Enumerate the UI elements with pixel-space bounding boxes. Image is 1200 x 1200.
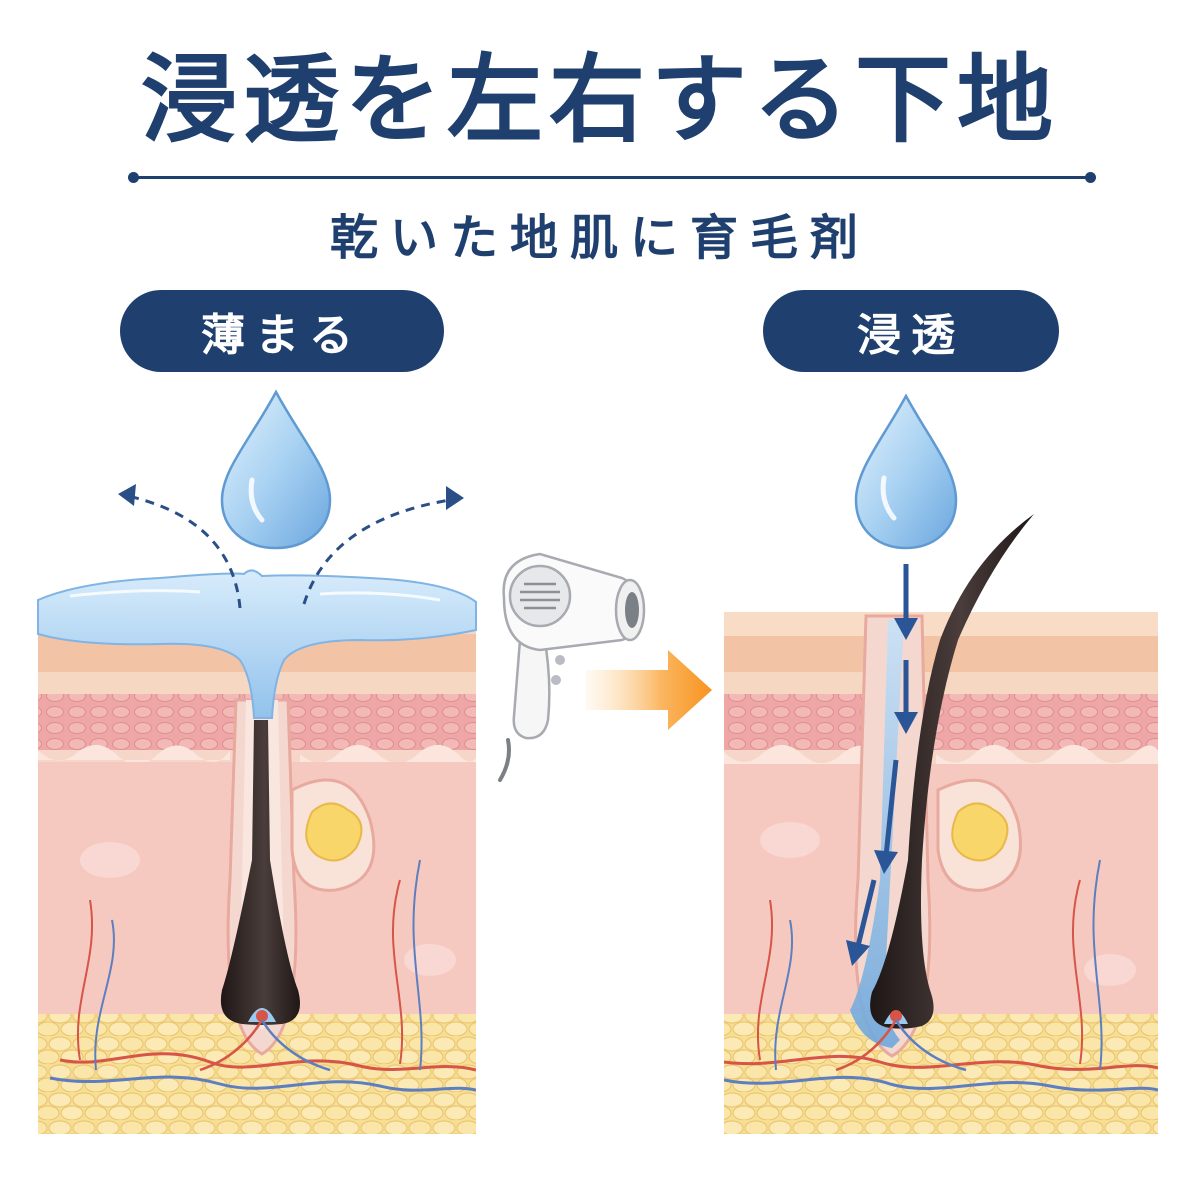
diluted-water-film — [37, 569, 477, 719]
title-divider — [128, 172, 1096, 183]
hair-dryer-icon — [498, 552, 646, 782]
water-drop-icon — [854, 393, 958, 550]
arrow-head-right — [446, 486, 464, 510]
arrow-down-icon — [846, 564, 918, 966]
water-drop-icon — [220, 389, 332, 550]
label-badge-diluted: 薄まる — [120, 290, 444, 372]
page-subtitle: 乾いた地肌に育毛剤 — [329, 210, 870, 266]
arrow-right-icon — [586, 650, 712, 730]
penetration-channel — [850, 620, 904, 1048]
skin-cross-section-right — [724, 612, 1158, 1134]
arrow-head-left — [118, 484, 136, 506]
page-title: 浸透を左右する下地 — [141, 44, 1059, 156]
hair-strand — [870, 514, 1034, 1029]
label-badge-penetration: 浸透 — [763, 290, 1059, 372]
evaporation-arrows — [127, 494, 451, 609]
